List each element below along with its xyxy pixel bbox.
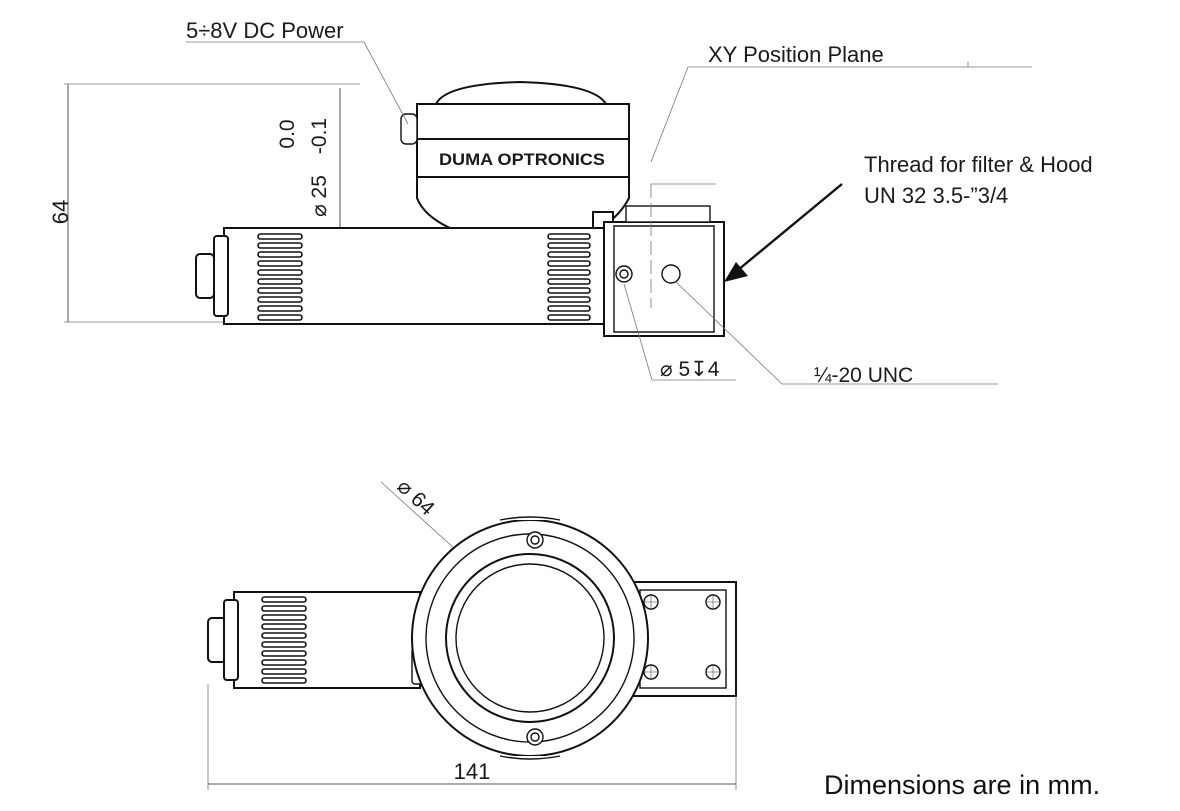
mount-screws — [643, 594, 721, 680]
xy-plane-callout: XY Position Plane — [650, 42, 1032, 308]
xy-plane-label: XY Position Plane — [708, 42, 884, 67]
height-dimension: 64 — [48, 83, 360, 323]
top-view: ⌀ 64 141 — [207, 475, 737, 790]
thread-callout: Thread for filter & Hood UN 32 3.5-”3/4 — [724, 152, 1093, 282]
height-dim-label: 64 — [48, 200, 73, 224]
hole-callout: ⌀ 5↧4 — [623, 283, 736, 381]
thread-hole-label: ¼-20 UNC — [814, 364, 913, 387]
mount-block — [592, 205, 725, 337]
length-dim-label: 141 — [454, 759, 491, 784]
power-label: 5÷8V DC Power — [186, 18, 344, 43]
tolerance-upper: 0.0 — [276, 119, 299, 148]
knurl-rings-bottom — [261, 596, 307, 684]
tube — [195, 227, 605, 325]
thread-label-line1: Thread for filter & Hood — [864, 152, 1093, 177]
bore-dim-label: ⌀ 25 — [308, 175, 331, 217]
knurl-rings-left — [257, 233, 303, 321]
knurl-rings-right — [547, 233, 591, 321]
units-note: Dimensions are in mm. — [824, 770, 1101, 800]
thread-hole-callout: ¼-20 UNC — [675, 281, 998, 387]
brand-label: DUMA OPTRONICS — [439, 150, 605, 169]
side-view: 64 0.0 -0.1 ⌀ 25 DUMA OPTRONICS — [48, 18, 1093, 387]
hole-label: ⌀ 5↧4 — [660, 358, 720, 381]
bore-dimension: 0.0 -0.1 ⌀ 25 — [276, 88, 341, 316]
tolerance-lower: -0.1 — [308, 118, 331, 154]
housing: DUMA OPTRONICS — [400, 80, 630, 229]
thread-label-line2: UN 32 3.5-”3/4 — [864, 183, 1008, 208]
power-callout: 5÷8V DC Power — [186, 18, 409, 125]
